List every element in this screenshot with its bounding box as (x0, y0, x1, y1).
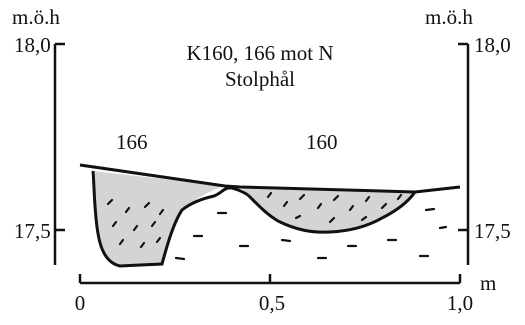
posthole-160-fill (240, 187, 415, 233)
x-tick-1-0: 1,0 (447, 291, 473, 315)
right-tick-18: 18,0 (474, 33, 511, 57)
left-axis-unit: m.ö.h (12, 5, 60, 29)
x-tick-0: 0 (75, 291, 86, 315)
right-axis-unit: m.ö.h (425, 5, 473, 29)
title-line-1: K160, 166 mot N (187, 41, 334, 65)
posthole-166-outline (91, 170, 249, 268)
title-line-2: Stolphål (225, 67, 295, 91)
left-axis (53, 42, 65, 265)
right-tick-17-5: 17,5 (474, 219, 511, 243)
inclusion-marks (106, 191, 448, 261)
feature-label-166: 166 (116, 130, 148, 154)
x-tick-0-5: 0,5 (259, 291, 285, 315)
posthole-166-fill (93, 171, 225, 266)
feature-label-160: 160 (306, 130, 338, 154)
ground-surface-line (79, 163, 461, 194)
left-tick-17-5: 17,5 (14, 219, 51, 243)
x-axis-unit: m (480, 271, 496, 295)
posthole-160-outline (246, 191, 417, 234)
right-axis (458, 42, 470, 265)
bottom-axis (78, 274, 462, 285)
left-tick-18: 18,0 (14, 33, 51, 57)
